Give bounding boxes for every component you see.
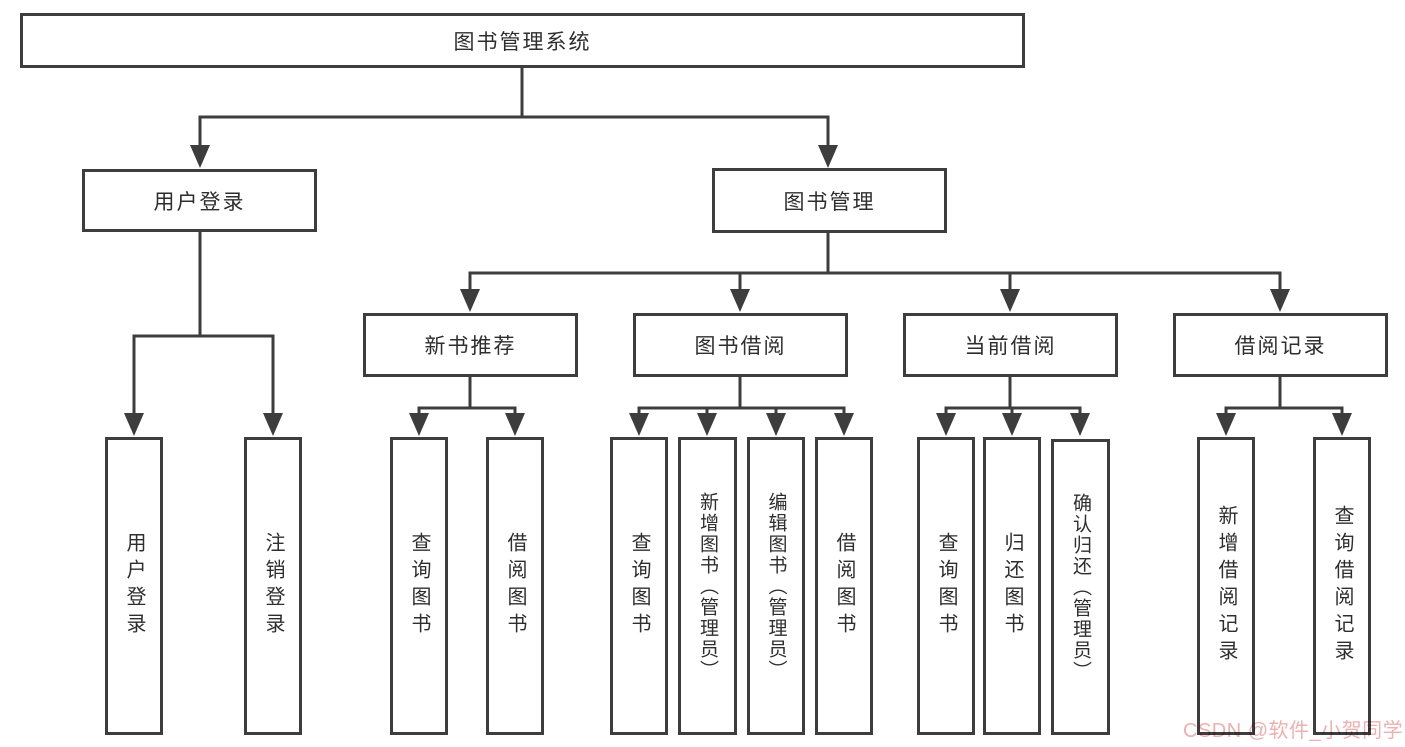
node-records-add-record: 新增借阅记录 [1197, 437, 1255, 735]
node-current-query-books: 查询图书 [917, 437, 975, 735]
node-new-book-recommend: 新书推荐 [363, 313, 578, 377]
node-user-login-leaf: 用户登录 [105, 437, 163, 735]
csdn-watermark: CSDN @软件_小贺同学 [1183, 720, 1404, 742]
node-logout-leaf: 注销登录 [244, 437, 302, 735]
node-borrowing-records: 借阅记录 [1173, 313, 1388, 377]
node-current-confirm-return-admin: 确认归还（管理员） [1051, 439, 1110, 735]
node-library-management-system: 图书管理系统 [20, 13, 1025, 68]
node-records-query-record: 查询借阅记录 [1313, 437, 1371, 735]
node-newbook-query-books: 查询图书 [390, 437, 448, 735]
node-borrow-add-books-admin: 新增图书（管理员） [678, 437, 737, 735]
node-book-management-branch: 图书管理 [712, 168, 947, 233]
node-newbook-borrow-books: 借阅图书 [486, 437, 544, 735]
node-borrow-query-books: 查询图书 [610, 437, 668, 735]
node-current-return-books: 归还图书 [983, 437, 1041, 735]
node-current-borrowing: 当前借阅 [903, 313, 1118, 377]
node-borrow-borrow-books: 借阅图书 [815, 437, 873, 735]
node-book-borrowing: 图书借阅 [633, 313, 848, 377]
node-borrow-edit-books-admin: 编辑图书（管理员） [747, 437, 805, 735]
node-user-login-branch: 用户登录 [82, 169, 317, 232]
